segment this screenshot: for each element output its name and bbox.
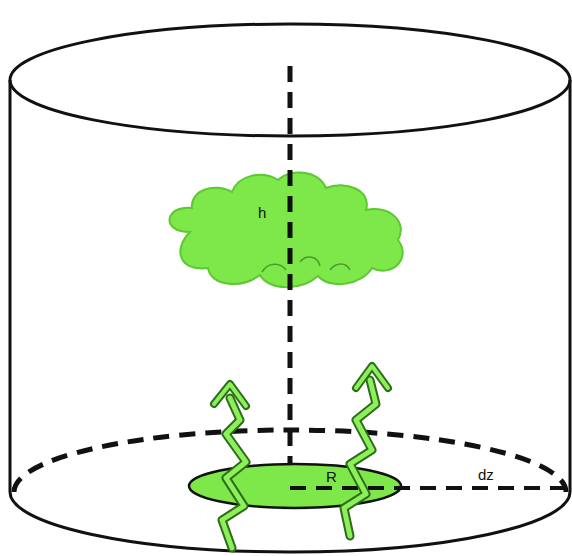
dz-label-box: dz: [478, 466, 494, 484]
emission-arrow: [344, 366, 388, 536]
radius-line: [290, 486, 570, 490]
height-label-box: h: [258, 204, 266, 222]
cylinder-side: [569, 80, 572, 492]
height-label: h: [258, 204, 266, 221]
cloud: [170, 172, 403, 287]
radius-label-box: R: [326, 468, 337, 486]
emission-arrow: [214, 384, 246, 548]
radius-label: R: [326, 468, 337, 485]
cloud-detail: [262, 257, 350, 272]
cylinder-side: [9, 80, 12, 492]
axis-line: [288, 66, 293, 488]
dz-label: dz: [478, 466, 494, 483]
